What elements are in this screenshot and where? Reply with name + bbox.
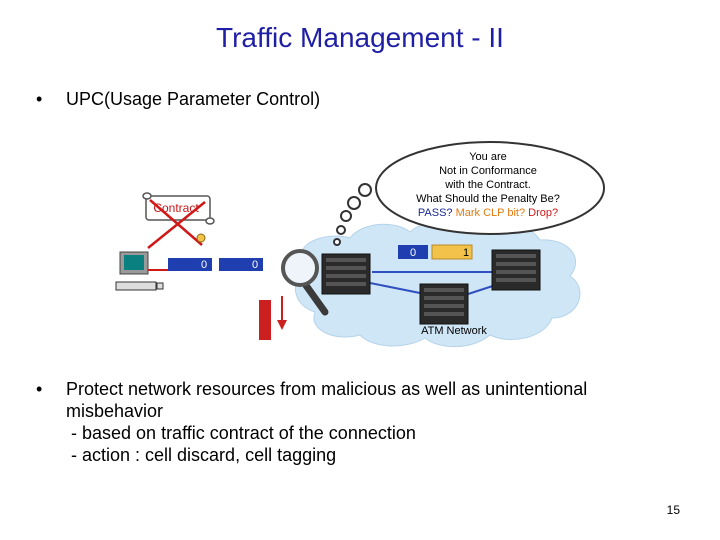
network-cell-0 bbox=[398, 245, 428, 259]
user-cell-0b-label: 0 bbox=[252, 259, 258, 271]
bullet-upc-text: UPC(Usage Parameter Control) bbox=[66, 89, 321, 109]
thought-line-4: What Should the Penalty Be? bbox=[416, 193, 560, 205]
user-cell-0a-label: 0 bbox=[201, 259, 207, 271]
scroll-icon bbox=[142, 192, 215, 225]
user-cell-0a bbox=[168, 258, 212, 271]
option-drop: Drop? bbox=[528, 207, 558, 219]
thought-line-3: with the Contract. bbox=[444, 179, 531, 191]
computer-icon bbox=[115, 251, 164, 291]
thought-bubble bbox=[375, 141, 605, 235]
network-cell-0-label: 0 bbox=[410, 247, 416, 259]
switch-icon bbox=[419, 283, 469, 325]
network-cell-train: 0 1 bbox=[398, 244, 473, 260]
page-number: 15 bbox=[666, 503, 680, 517]
sub-bullet-contract: - based on traffic contract of the conne… bbox=[66, 423, 416, 443]
thought-line-2: Not in Conformance bbox=[439, 165, 537, 177]
network-cell-1 bbox=[431, 244, 473, 260]
switch-icon bbox=[321, 253, 371, 295]
slide-title: Traffic Management - II bbox=[216, 22, 504, 53]
thought-line-1: You are bbox=[469, 151, 507, 163]
thought-trail bbox=[333, 183, 372, 246]
discard-arrow-icon bbox=[259, 296, 287, 340]
option-pass: PASS? bbox=[418, 207, 453, 219]
network-cell-1-label: 1 bbox=[463, 247, 469, 259]
magnifier-icon bbox=[281, 249, 329, 316]
user-cell-train: 0 0 bbox=[168, 258, 263, 271]
atm-network-label: ATM Network bbox=[421, 325, 487, 337]
switch-icon bbox=[491, 249, 541, 291]
sub-bullet-action: - action : cell discard, cell tagging bbox=[66, 445, 337, 465]
thought-options: PASS? Mark CLP bit? Drop? bbox=[418, 207, 558, 219]
user-cell-0b bbox=[219, 258, 263, 271]
bullet-protect-text: Protect network resources from malicious… bbox=[66, 379, 588, 399]
bullet-dot: • bbox=[36, 379, 43, 399]
contract-cross bbox=[147, 199, 206, 249]
option-mark-clp: Mark CLP bit? bbox=[456, 207, 526, 219]
contract-seal bbox=[196, 233, 206, 243]
bullet-dot: • bbox=[36, 89, 43, 109]
bullet-protect-continuation: misbehavior bbox=[66, 401, 164, 421]
